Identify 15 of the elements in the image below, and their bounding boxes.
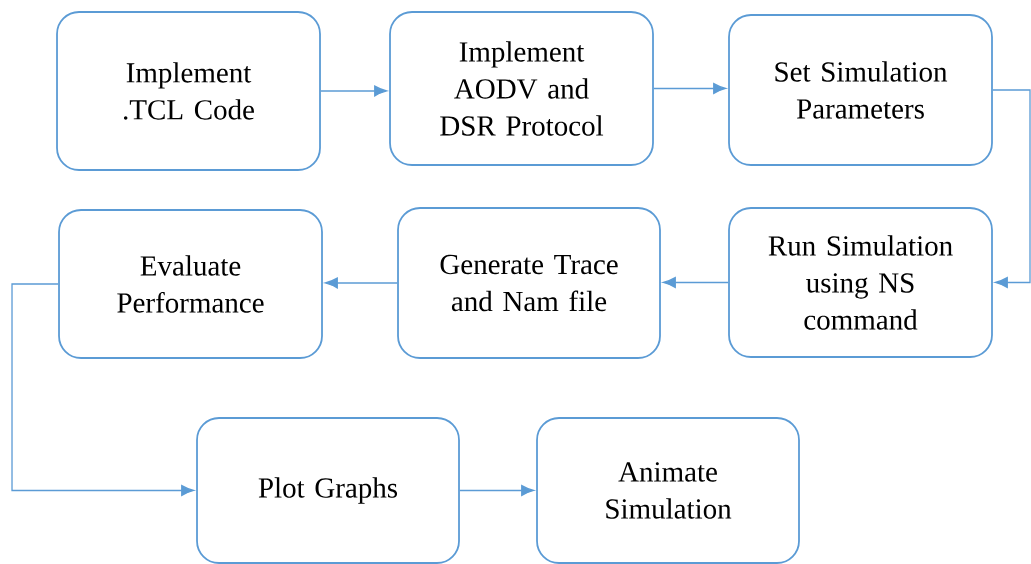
- process-box: Implement .TCL Code: [56, 11, 321, 171]
- process-box: Animate Simulation: [536, 417, 800, 564]
- process-box: Generate Trace and Nam file: [397, 207, 661, 359]
- process-box: Run Simulation using NS command: [728, 207, 993, 358]
- process-box: Set Simulation Parameters: [728, 14, 993, 166]
- arrow: [653, 83, 727, 94]
- process-box: Evaluate Performance: [58, 209, 323, 359]
- arrow: [992, 89, 1031, 288]
- arrow: [320, 85, 388, 97]
- arrow: [324, 277, 398, 289]
- process-box: Implement AODV and DSR Protocol: [389, 11, 654, 166]
- arrow: [662, 277, 729, 288]
- arrow: [459, 485, 535, 496]
- arrow: [11, 283, 195, 496]
- process-box: Plot Graphs: [196, 417, 460, 564]
